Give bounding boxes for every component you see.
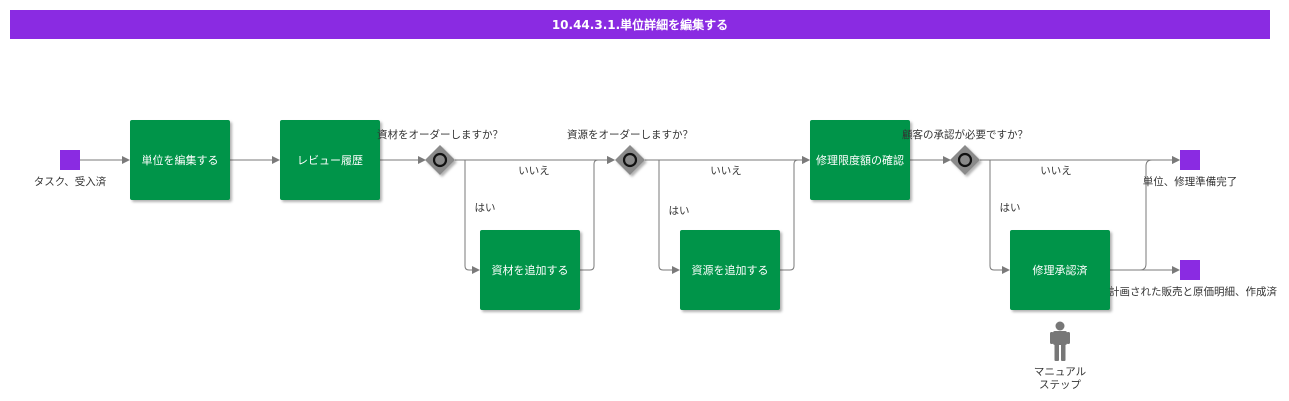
flow-add-resources-to-confirm — [780, 156, 810, 271]
task-edit-unit-label: 単位を編集する — [142, 153, 219, 167]
flow-add-materials-to-gateway2 — [580, 156, 615, 271]
end-event-unit-ready[interactable] — [1180, 150, 1200, 170]
branch-label-yes-2: はい — [669, 205, 690, 217]
gateway-customer-approval[interactable] — [950, 145, 980, 175]
task-add-materials[interactable]: 資材を追加する — [480, 230, 580, 310]
gateway-order-resources[interactable] — [615, 145, 645, 175]
task-confirm-repair-limit[interactable]: 修理限度額の確認 — [810, 120, 910, 200]
task-add-resources[interactable]: 資源を追加する — [680, 230, 780, 310]
task-edit-unit[interactable]: 単位を編集する — [130, 120, 230, 200]
start-event[interactable] — [60, 150, 80, 170]
flow-gateway3-yes — [989, 160, 1010, 274]
flow-gateway2-yes — [658, 160, 680, 274]
task-repair-approved-label: 修理承認済 — [1033, 263, 1088, 277]
gateway-order-materials-label: 資材をオーダーしますか？ — [377, 128, 503, 141]
branch-label-yes-3: はい — [1000, 202, 1021, 214]
branch-label-yes-1: はい — [475, 202, 496, 214]
task-review-history-label: レビュー履歴 — [297, 154, 363, 167]
branch-label-no-2: いいえ — [710, 165, 742, 177]
manual-step-person-icon — [1050, 321, 1070, 361]
end-event-unit-ready-label: 単位、修理準備完了 — [1143, 175, 1238, 188]
start-event-label: タスク、受入済 — [34, 175, 107, 188]
task-confirm-repair-limit-label: 修理限度額の確認 — [816, 153, 904, 167]
gateway-order-resources-label: 資源をオーダーしますか？ — [567, 128, 693, 141]
task-add-materials-label: 資材を追加する — [492, 263, 569, 277]
diagram-title: 10.44.3.1.単位詳細を編集する — [10, 10, 1270, 39]
task-review-history[interactable]: レビュー履歴 — [280, 120, 380, 200]
flow-gateway1-yes — [464, 160, 480, 274]
branch-label-no-1: いいえ — [518, 165, 550, 177]
gateway-customer-approval-label: 顧客の承認が必要ですか？ — [902, 128, 1028, 141]
flow-approved-to-unit-ready — [1139, 156, 1180, 271]
gateway-order-materials[interactable] — [425, 145, 455, 175]
end-event-quote-created-label: 計画された販売と原価明細、作成済 — [1109, 285, 1277, 298]
connectors — [80, 156, 1180, 274]
branch-label-no-3: いいえ — [1040, 165, 1072, 177]
manual-step-label-line2: ステップ — [1039, 379, 1081, 391]
task-add-resources-label: 資源を追加する — [692, 263, 769, 277]
manual-step-label-line1: マニュアル — [1034, 366, 1086, 378]
end-event-quote-created[interactable] — [1180, 260, 1200, 280]
task-repair-approved[interactable]: 修理承認済 — [1010, 230, 1110, 310]
